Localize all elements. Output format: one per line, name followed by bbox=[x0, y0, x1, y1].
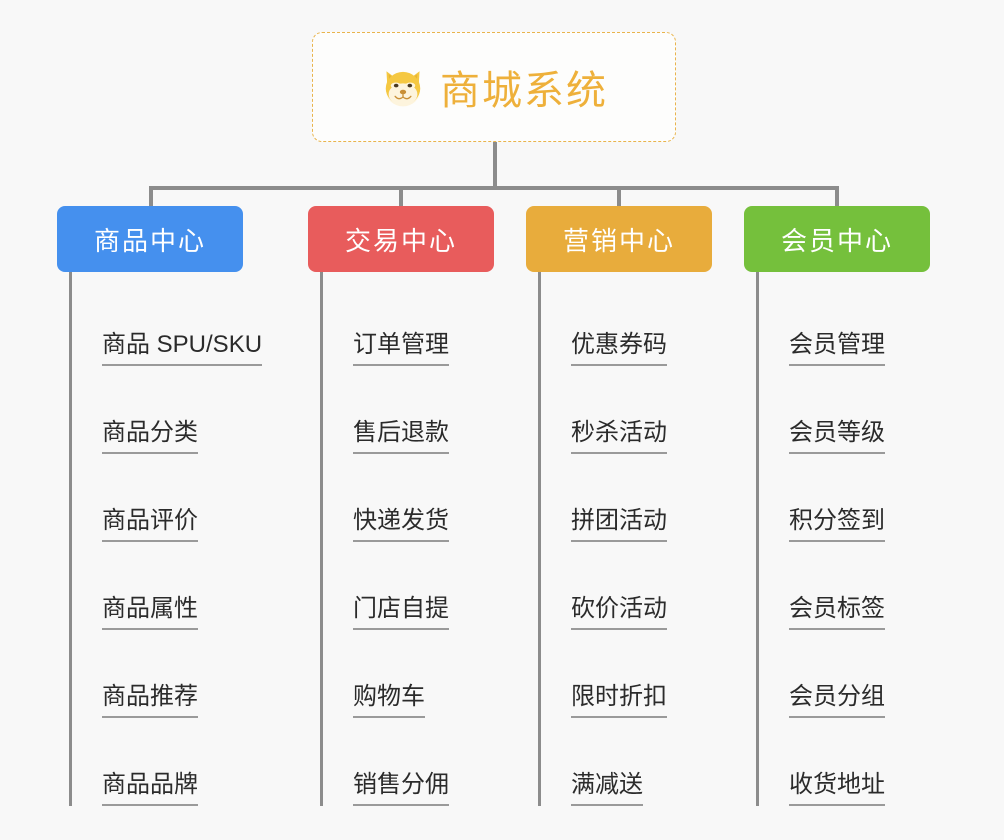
root-title: 商城系统 bbox=[440, 69, 608, 113]
shiba-dog-face-icon bbox=[380, 64, 426, 110]
list-item[interactable]: 商品品牌 bbox=[72, 718, 243, 806]
list-item-label: 订单管理 bbox=[353, 331, 449, 366]
list-item[interactable]: 会员标签 bbox=[759, 542, 930, 630]
connector-root-stem bbox=[493, 142, 497, 188]
list-item-label: 收货地址 bbox=[789, 771, 885, 806]
list-item[interactable]: 限时折扣 bbox=[541, 630, 712, 718]
list-item[interactable]: 订单管理 bbox=[323, 278, 494, 366]
list-item-label: 商品推荐 bbox=[102, 683, 198, 718]
branch-header-label: 商品中心 bbox=[93, 225, 206, 256]
list-item[interactable]: 优惠券码 bbox=[541, 278, 712, 366]
list-item[interactable]: 砍价活动 bbox=[541, 542, 712, 630]
list-item-label: 售后退款 bbox=[353, 419, 449, 454]
list-item[interactable]: 商品属性 bbox=[72, 542, 243, 630]
list-item-label: 购物车 bbox=[353, 683, 425, 718]
branch-member-center: 会员中心 会员管理 会员等级 积分签到 会员标签 会员分组 收货地址 bbox=[744, 206, 930, 806]
branch-header-label: 会员中心 bbox=[780, 225, 893, 256]
list-item-label: 会员管理 bbox=[789, 331, 885, 366]
branch-header-marketing-center[interactable]: 营销中心 bbox=[526, 206, 712, 272]
connector-drop-3 bbox=[617, 186, 621, 208]
list-item[interactable]: 商品分类 bbox=[72, 366, 243, 454]
list-item[interactable]: 会员分组 bbox=[759, 630, 930, 718]
branch-items-trade-center: 订单管理 售后退款 快递发货 门店自提 购物车 销售分佣 bbox=[320, 272, 494, 806]
list-item-label: 销售分佣 bbox=[353, 771, 449, 806]
list-item-label: 快递发货 bbox=[353, 507, 449, 542]
list-item-label: 商品评价 bbox=[102, 507, 198, 542]
list-item-label: 限时折扣 bbox=[571, 683, 667, 718]
list-item-label: 商品属性 bbox=[102, 595, 198, 630]
list-item[interactable]: 售后退款 bbox=[323, 366, 494, 454]
list-item[interactable]: 销售分佣 bbox=[323, 718, 494, 806]
connector-horizontal-bus bbox=[149, 186, 839, 190]
list-item[interactable]: 商品 SPU/SKU bbox=[72, 278, 263, 366]
branch-header-member-center[interactable]: 会员中心 bbox=[744, 206, 930, 272]
list-item[interactable]: 快递发货 bbox=[323, 454, 494, 542]
branch-trade-center: 交易中心 订单管理 售后退款 快递发货 门店自提 购物车 销售分佣 bbox=[308, 206, 494, 806]
branch-items-product-center: 商品 SPU/SKU 商品分类 商品评价 商品属性 商品推荐 商品品牌 bbox=[69, 272, 263, 806]
list-item-label: 会员分组 bbox=[789, 683, 885, 718]
branch-header-label: 营销中心 bbox=[562, 225, 675, 256]
list-item-label: 砍价活动 bbox=[571, 595, 667, 630]
list-item-label: 商品品牌 bbox=[102, 771, 198, 806]
branch-header-trade-center[interactable]: 交易中心 bbox=[308, 206, 494, 272]
list-item[interactable]: 收货地址 bbox=[759, 718, 930, 806]
list-item[interactable]: 门店自提 bbox=[323, 542, 494, 630]
list-item[interactable]: 商品推荐 bbox=[72, 630, 243, 718]
branch-product-center: 商品中心 商品 SPU/SKU 商品分类 商品评价 商品属性 商品推荐 商品品牌 bbox=[57, 206, 263, 806]
list-item-label: 秒杀活动 bbox=[571, 419, 667, 454]
root-node[interactable]: 商城系统 bbox=[312, 32, 676, 142]
list-item-label: 门店自提 bbox=[353, 595, 449, 630]
list-item[interactable]: 会员等级 bbox=[759, 366, 930, 454]
list-item[interactable]: 购物车 bbox=[323, 630, 494, 718]
branch-items-marketing-center: 优惠券码 秒杀活动 拼团活动 砍价活动 限时折扣 满减送 bbox=[538, 272, 712, 806]
list-item-label: 会员标签 bbox=[789, 595, 885, 630]
list-item-label: 满减送 bbox=[571, 771, 643, 806]
list-item[interactable]: 会员管理 bbox=[759, 278, 930, 366]
list-item-label: 拼团活动 bbox=[571, 507, 667, 542]
list-item-label: 积分签到 bbox=[789, 507, 885, 542]
connector-drop-1 bbox=[149, 186, 153, 208]
branch-marketing-center: 营销中心 优惠券码 秒杀活动 拼团活动 砍价活动 限时折扣 满减送 bbox=[526, 206, 712, 806]
connector-drop-2 bbox=[399, 186, 403, 208]
list-item[interactable]: 商品评价 bbox=[72, 454, 243, 542]
branch-items-member-center: 会员管理 会员等级 积分签到 会员标签 会员分组 收货地址 bbox=[756, 272, 930, 806]
list-item-label: 商品分类 bbox=[102, 419, 198, 454]
list-item[interactable]: 积分签到 bbox=[759, 454, 930, 542]
branch-header-label: 交易中心 bbox=[344, 225, 457, 256]
list-item[interactable]: 满减送 bbox=[541, 718, 712, 806]
list-item-label: 会员等级 bbox=[789, 419, 885, 454]
list-item[interactable]: 秒杀活动 bbox=[541, 366, 712, 454]
list-item-label: 优惠券码 bbox=[571, 331, 667, 366]
list-item[interactable]: 拼团活动 bbox=[541, 454, 712, 542]
connector-drop-4 bbox=[835, 186, 839, 208]
branch-header-product-center[interactable]: 商品中心 bbox=[57, 206, 243, 272]
list-item-label: 商品 SPU/SKU bbox=[102, 331, 263, 366]
